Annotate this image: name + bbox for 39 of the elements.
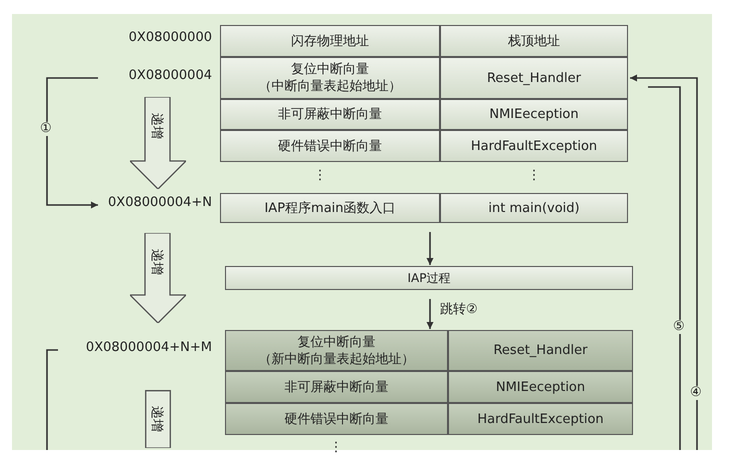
edge-label: ① <box>40 122 52 136</box>
table-cell: IAP过程 <box>225 266 633 290</box>
table-cell: int main(void) <box>440 193 628 223</box>
cell-text: （新中断向量表起始地址） <box>258 350 414 368</box>
edge-label: ⑤ <box>673 320 685 334</box>
block-arrow: 递增 <box>145 390 171 448</box>
table-cell: 硬件错误中断向量 <box>220 130 440 162</box>
table-cell: 非可屏蔽中断向量 <box>225 371 448 403</box>
cell-text: 复位中断向量 <box>298 334 376 350</box>
address-label: 0X08000004+N <box>60 195 212 215</box>
table-cell: Reset_Handler <box>440 57 628 99</box>
block-arrow: 递增 <box>130 233 186 323</box>
edge-label: ④ <box>690 386 702 400</box>
cell-text: 复位中断向量 <box>291 61 369 78</box>
connector-arrow <box>630 74 698 450</box>
connector-arrow <box>426 299 434 329</box>
connector-arrow <box>46 77 98 208</box>
table-cell: IAP程序main函数入口 <box>220 193 440 223</box>
table-cell: 非可屏蔽中断向量 <box>220 99 440 130</box>
table-cell <box>225 330 448 371</box>
table-cell: Reset_Handler <box>448 330 633 371</box>
ellipsis-mark: ⋮ <box>526 168 542 183</box>
table-cell: HardFaultException <box>440 130 628 162</box>
table-cell <box>220 57 440 99</box>
edge-label: 跳转② <box>440 303 478 317</box>
table-cell: 闪存物理地址 <box>220 25 440 57</box>
address-label: 0X08000004+N+M <box>60 340 212 360</box>
ellipsis-mark: ⋮ <box>312 168 328 183</box>
table-cell: NMIEeception <box>440 99 628 130</box>
address-label: 0X08000004 <box>100 68 212 88</box>
block-arrow: 递增 <box>130 97 186 189</box>
table-cell: HardFaultException <box>448 403 633 435</box>
table-cell: NMIEeception <box>448 371 633 403</box>
table-cell: 栈顶地址 <box>440 25 628 57</box>
cell-text: （中断向量表起始地址） <box>258 78 402 95</box>
ellipsis-mark: ⋮ <box>328 440 344 455</box>
address-label: 0X08000000 <box>128 30 212 45</box>
table-cell: 硬件错误中断向量 <box>225 403 448 435</box>
connector-arrow <box>426 232 434 265</box>
